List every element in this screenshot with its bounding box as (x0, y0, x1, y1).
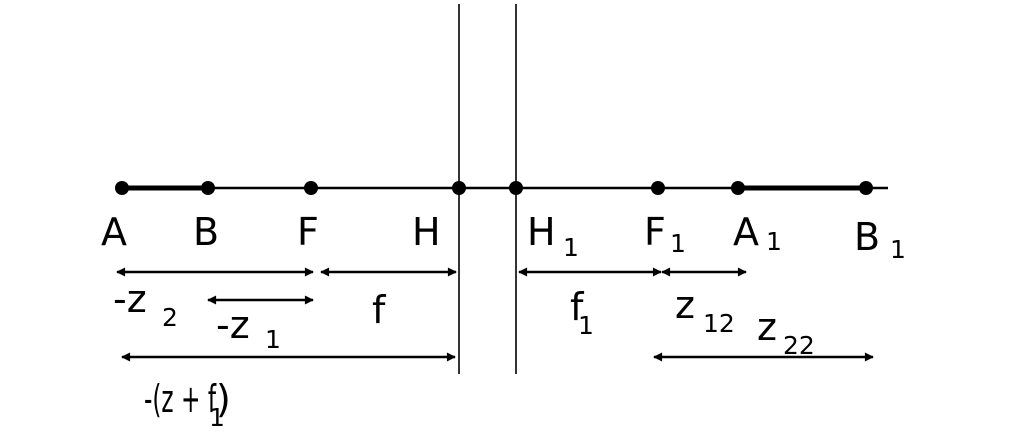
point-b1 (859, 181, 873, 195)
label-b1: B (854, 215, 880, 259)
label-f: F (297, 210, 319, 254)
point-a (115, 181, 129, 195)
label-z12-subscript: 12 (703, 309, 735, 338)
point-h1 (509, 181, 523, 195)
label-a: A (101, 210, 127, 254)
point-f1 (651, 181, 665, 195)
label-f1-subscript: 1 (670, 229, 686, 258)
label-minus-z-plus-f1: -(z + f (144, 377, 217, 421)
point-a1 (731, 181, 745, 195)
label-a1-subscript: 1 (766, 227, 782, 256)
point-h (452, 181, 466, 195)
label-h1-subscript: 1 (563, 233, 579, 262)
point-b (201, 181, 215, 195)
point-f (304, 181, 318, 195)
label-f: f (372, 288, 387, 332)
label-minus-z2-subscript: 2 (162, 303, 178, 332)
label-f1-distance-subscript: 1 (578, 311, 594, 340)
label-minus-z-plus-f1-close-paren: ) (216, 377, 231, 421)
label-minus-z-plus-f1-subscript: 1 (209, 403, 225, 432)
label-minus-z1: -z (216, 303, 250, 347)
label-b1-subscript: 1 (890, 235, 906, 264)
label-h1: H (527, 210, 556, 254)
label-z22-subscript: 22 (783, 331, 815, 360)
label-minus-z2: -z (113, 277, 147, 321)
label-f1: F (644, 210, 666, 254)
label-z22: z (757, 305, 777, 349)
label-f1-distance: f (570, 285, 585, 329)
label-z12: z (675, 283, 695, 327)
label-h: H (412, 210, 441, 254)
label-minus-z1-subscript: 1 (265, 325, 281, 354)
label-a1: A (733, 210, 759, 254)
label-b: B (193, 210, 219, 254)
